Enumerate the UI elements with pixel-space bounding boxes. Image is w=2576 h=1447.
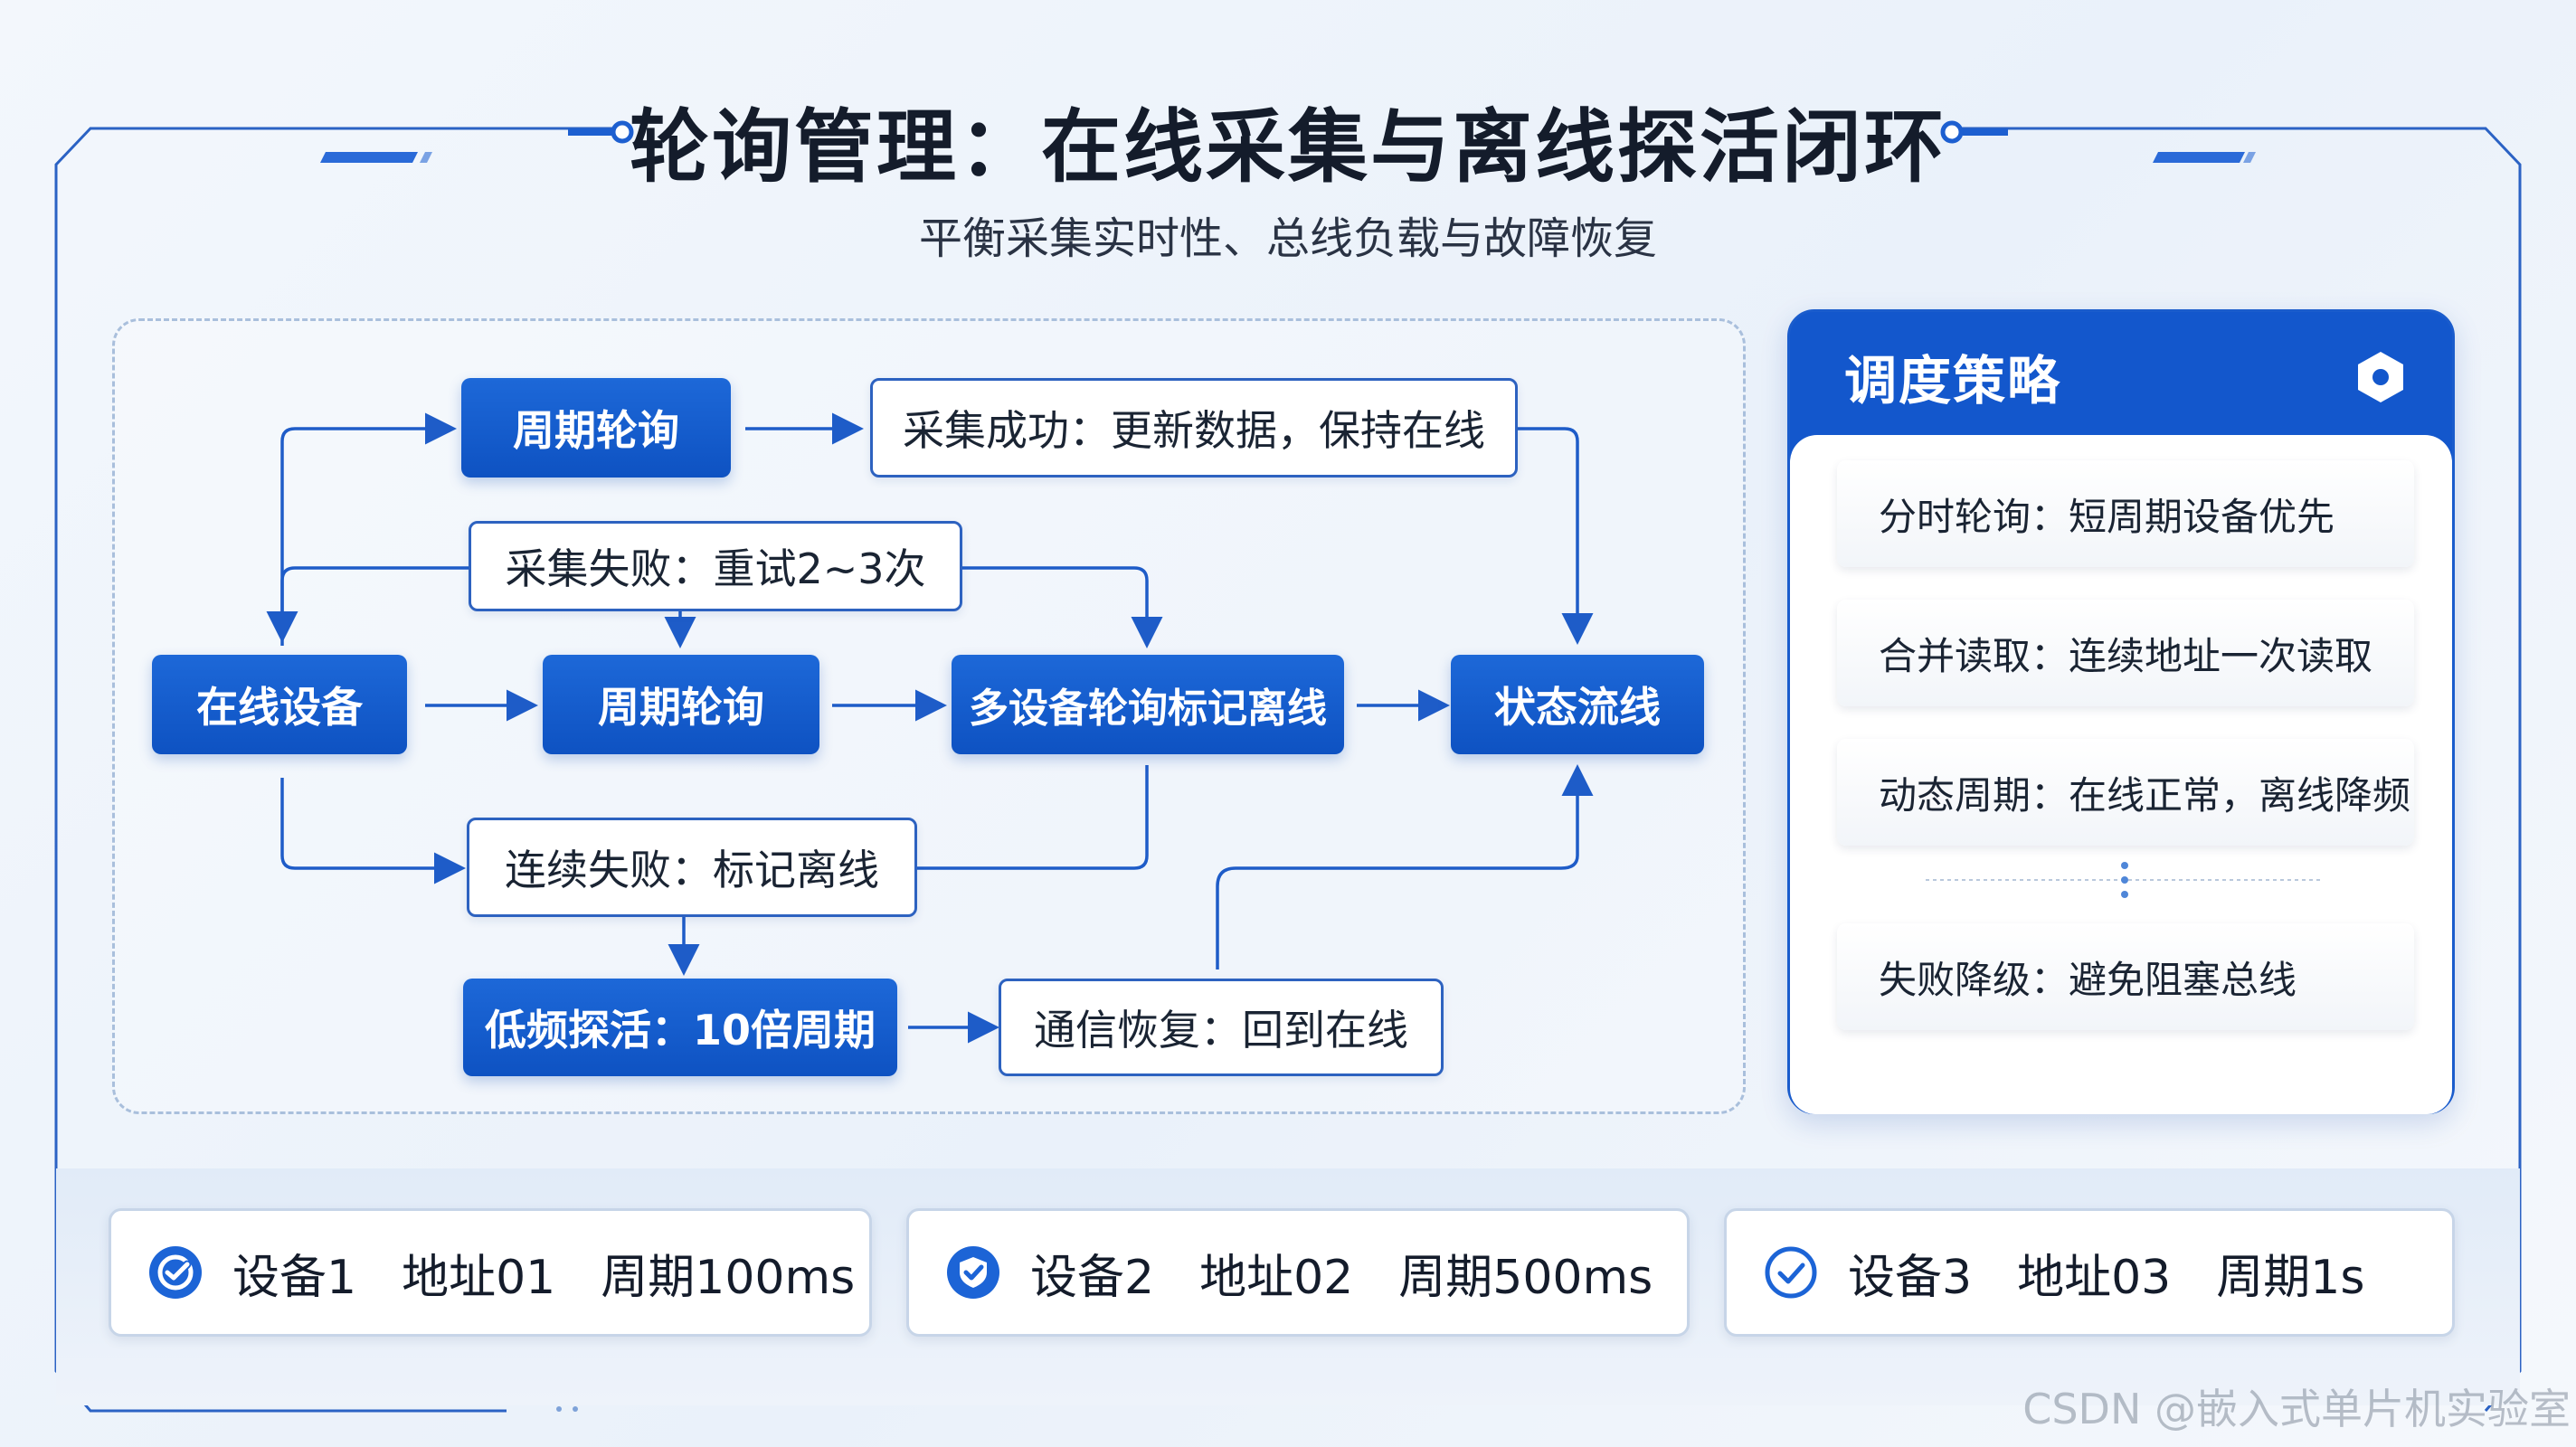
strategy-item: 失败降级：避免阻塞总线 xyxy=(1837,923,2414,1030)
device-period: 周期100ms xyxy=(601,1250,856,1305)
strategy-item: 合并读取：连续地址一次读取 xyxy=(1837,600,2414,706)
node-collect-ok: 采集成功：更新数据，保持在线 xyxy=(870,378,1518,478)
device-period: 周期500ms xyxy=(1398,1250,1653,1305)
device-card-3: 设备3 地址03 周期1s xyxy=(1724,1208,2455,1337)
check-circle-icon xyxy=(1765,1246,1817,1299)
page-subtitle: 平衡采集实时性、总线负载与故障恢复 xyxy=(918,213,1657,264)
strategy-item: 动态周期：在线正常，离线降频 xyxy=(1837,739,2414,846)
watermark: CSDN @嵌入式单片机实验室 xyxy=(2022,1385,2571,1433)
strategy-panel: 调度策略 分时轮询：短周期设备优先 合并读取：连续地址一次读取 动态周期：在线正… xyxy=(1787,309,2455,1114)
node-comm-recover: 通信恢复：回到在线 xyxy=(999,979,1444,1076)
strategy-header: 调度策略 xyxy=(1790,312,2452,440)
strategy-title: 调度策略 xyxy=(1844,350,2062,411)
device-card-1: 设备1 地址01 周期100ms xyxy=(109,1208,872,1337)
node-state-flow: 状态流线 xyxy=(1451,655,1704,754)
node-poll-mid: 周期轮询 xyxy=(543,655,819,754)
node-consecutive-fail: 连续失败：标记离线 xyxy=(467,818,917,917)
device-name: 设备2 xyxy=(1030,1250,1155,1305)
strategy-item: 分时轮询：短周期设备优先 xyxy=(1837,460,2414,567)
page-title: 轮询管理：在线采集与离线探活闭环 xyxy=(629,100,1946,194)
device-info: 设备1 地址01 周期100ms xyxy=(232,1239,855,1307)
device-name: 设备1 xyxy=(232,1250,357,1305)
device-name: 设备3 xyxy=(1848,1250,1973,1305)
node-low-freq-probe: 低频探活：10倍周期 xyxy=(463,979,897,1076)
node-online-device: 在线设备 xyxy=(152,655,407,754)
device-info: 设备3 地址03 周期1s xyxy=(1848,1239,2364,1307)
node-multi-device: 多设备轮询标记离线 xyxy=(952,655,1344,754)
device-address: 地址03 xyxy=(2017,1250,2172,1305)
device-period: 周期1s xyxy=(2216,1250,2365,1305)
node-poll-top: 周期轮询 xyxy=(461,378,731,478)
device-info: 设备2 地址02 周期500ms xyxy=(1030,1239,1653,1307)
node-collect-fail: 采集失败：重试2~3次 xyxy=(469,521,962,611)
link-check-icon xyxy=(149,1246,202,1299)
more-items-separator xyxy=(1926,862,2324,898)
device-card-2: 设备2 地址02 周期500ms xyxy=(906,1208,1690,1337)
strategy-body: 分时轮询：短周期设备优先 合并读取：连续地址一次读取 动态周期：在线正常，离线降… xyxy=(1790,435,2452,1114)
device-address: 地址01 xyxy=(402,1250,556,1305)
hexagon-icon xyxy=(2358,352,2403,402)
shield-check-icon xyxy=(947,1246,999,1299)
device-address: 地址02 xyxy=(1199,1250,1354,1305)
